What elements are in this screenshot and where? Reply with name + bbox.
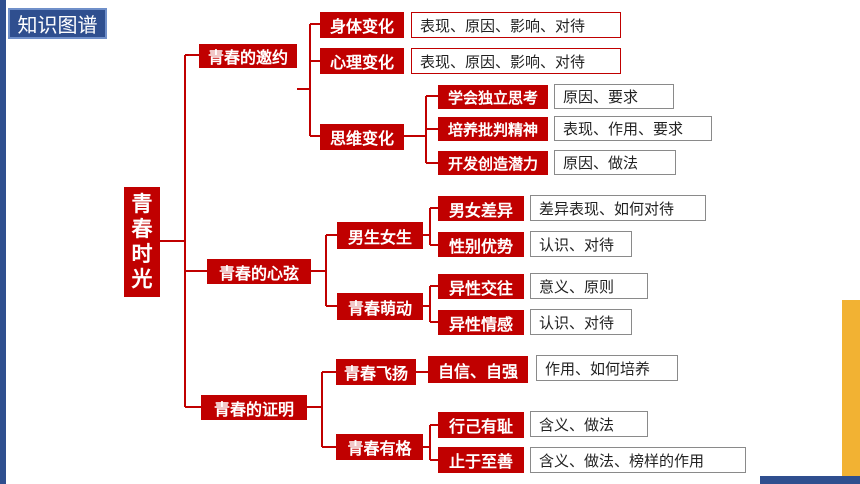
detail-xinli-bianhua: 表现、原因、影响、对待 xyxy=(411,48,621,74)
node-qingchun-mengdong: 青春萌动 xyxy=(337,293,423,320)
detail-shenti-bianhua: 表现、原因、影响、对待 xyxy=(411,12,621,38)
node-xingbie-youshi: 性别优势 xyxy=(438,232,524,257)
node-xingji-youchi: 行己有耻 xyxy=(438,412,524,438)
node-pipan-jingshen: 培养批判精神 xyxy=(438,117,548,141)
branch-qingchun-yaoyue: 青春的邀约 xyxy=(199,44,297,68)
branch-qingchun-zhengming: 青春的证明 xyxy=(201,395,307,420)
detail-chuangzao-qianli: 原因、做法 xyxy=(554,150,676,175)
node-siwei-bianhua: 思维变化 xyxy=(320,124,404,150)
node-qingchun-feiyang: 青春飞扬 xyxy=(336,359,416,385)
node-nansheng-nvsheng: 男生女生 xyxy=(337,222,423,249)
node-yixing-jiaowang: 异性交往 xyxy=(438,274,524,299)
detail-pipan-jingshen: 表现、作用、要求 xyxy=(554,116,712,141)
detail-yixing-qinggan: 认识、对待 xyxy=(530,309,632,335)
node-yixing-qinggan: 异性情感 xyxy=(438,310,524,335)
detail-yixing-jiaowang: 意义、原则 xyxy=(530,273,648,299)
branch-qingchun-xinxian: 青春的心弦 xyxy=(207,259,311,284)
detail-zixin-ziqiang: 作用、如何培养 xyxy=(536,355,678,381)
node-nannv-chayi: 男女差异 xyxy=(438,196,524,221)
bottom-blue-bar xyxy=(760,476,860,484)
detail-xingji-youchi: 含义、做法 xyxy=(530,411,648,437)
page-title: 知识图谱 xyxy=(8,8,107,39)
node-shenti-bianhua: 身体变化 xyxy=(320,12,404,38)
node-zhiyu-zhishan: 止于至善 xyxy=(438,447,524,473)
right-yellow-band xyxy=(842,300,860,484)
node-qingchun-youge: 青春有格 xyxy=(336,434,423,460)
left-blue-band xyxy=(0,0,6,484)
detail-zhiyu-zhishan: 含义、做法、榜样的作用 xyxy=(530,447,746,473)
root-node: 青春时光 xyxy=(124,187,160,297)
node-zixin-ziqiang: 自信、自强 xyxy=(428,356,528,383)
detail-xingbie-youshi: 认识、对待 xyxy=(530,231,632,257)
detail-nannv-chayi: 差异表现、如何对待 xyxy=(530,195,706,221)
node-xinli-bianhua: 心理变化 xyxy=(320,48,404,74)
node-duli-sikao: 学会独立思考 xyxy=(438,85,548,109)
detail-duli-sikao: 原因、要求 xyxy=(554,84,674,109)
node-chuangzao-qianli: 开发创造潜力 xyxy=(438,151,548,175)
